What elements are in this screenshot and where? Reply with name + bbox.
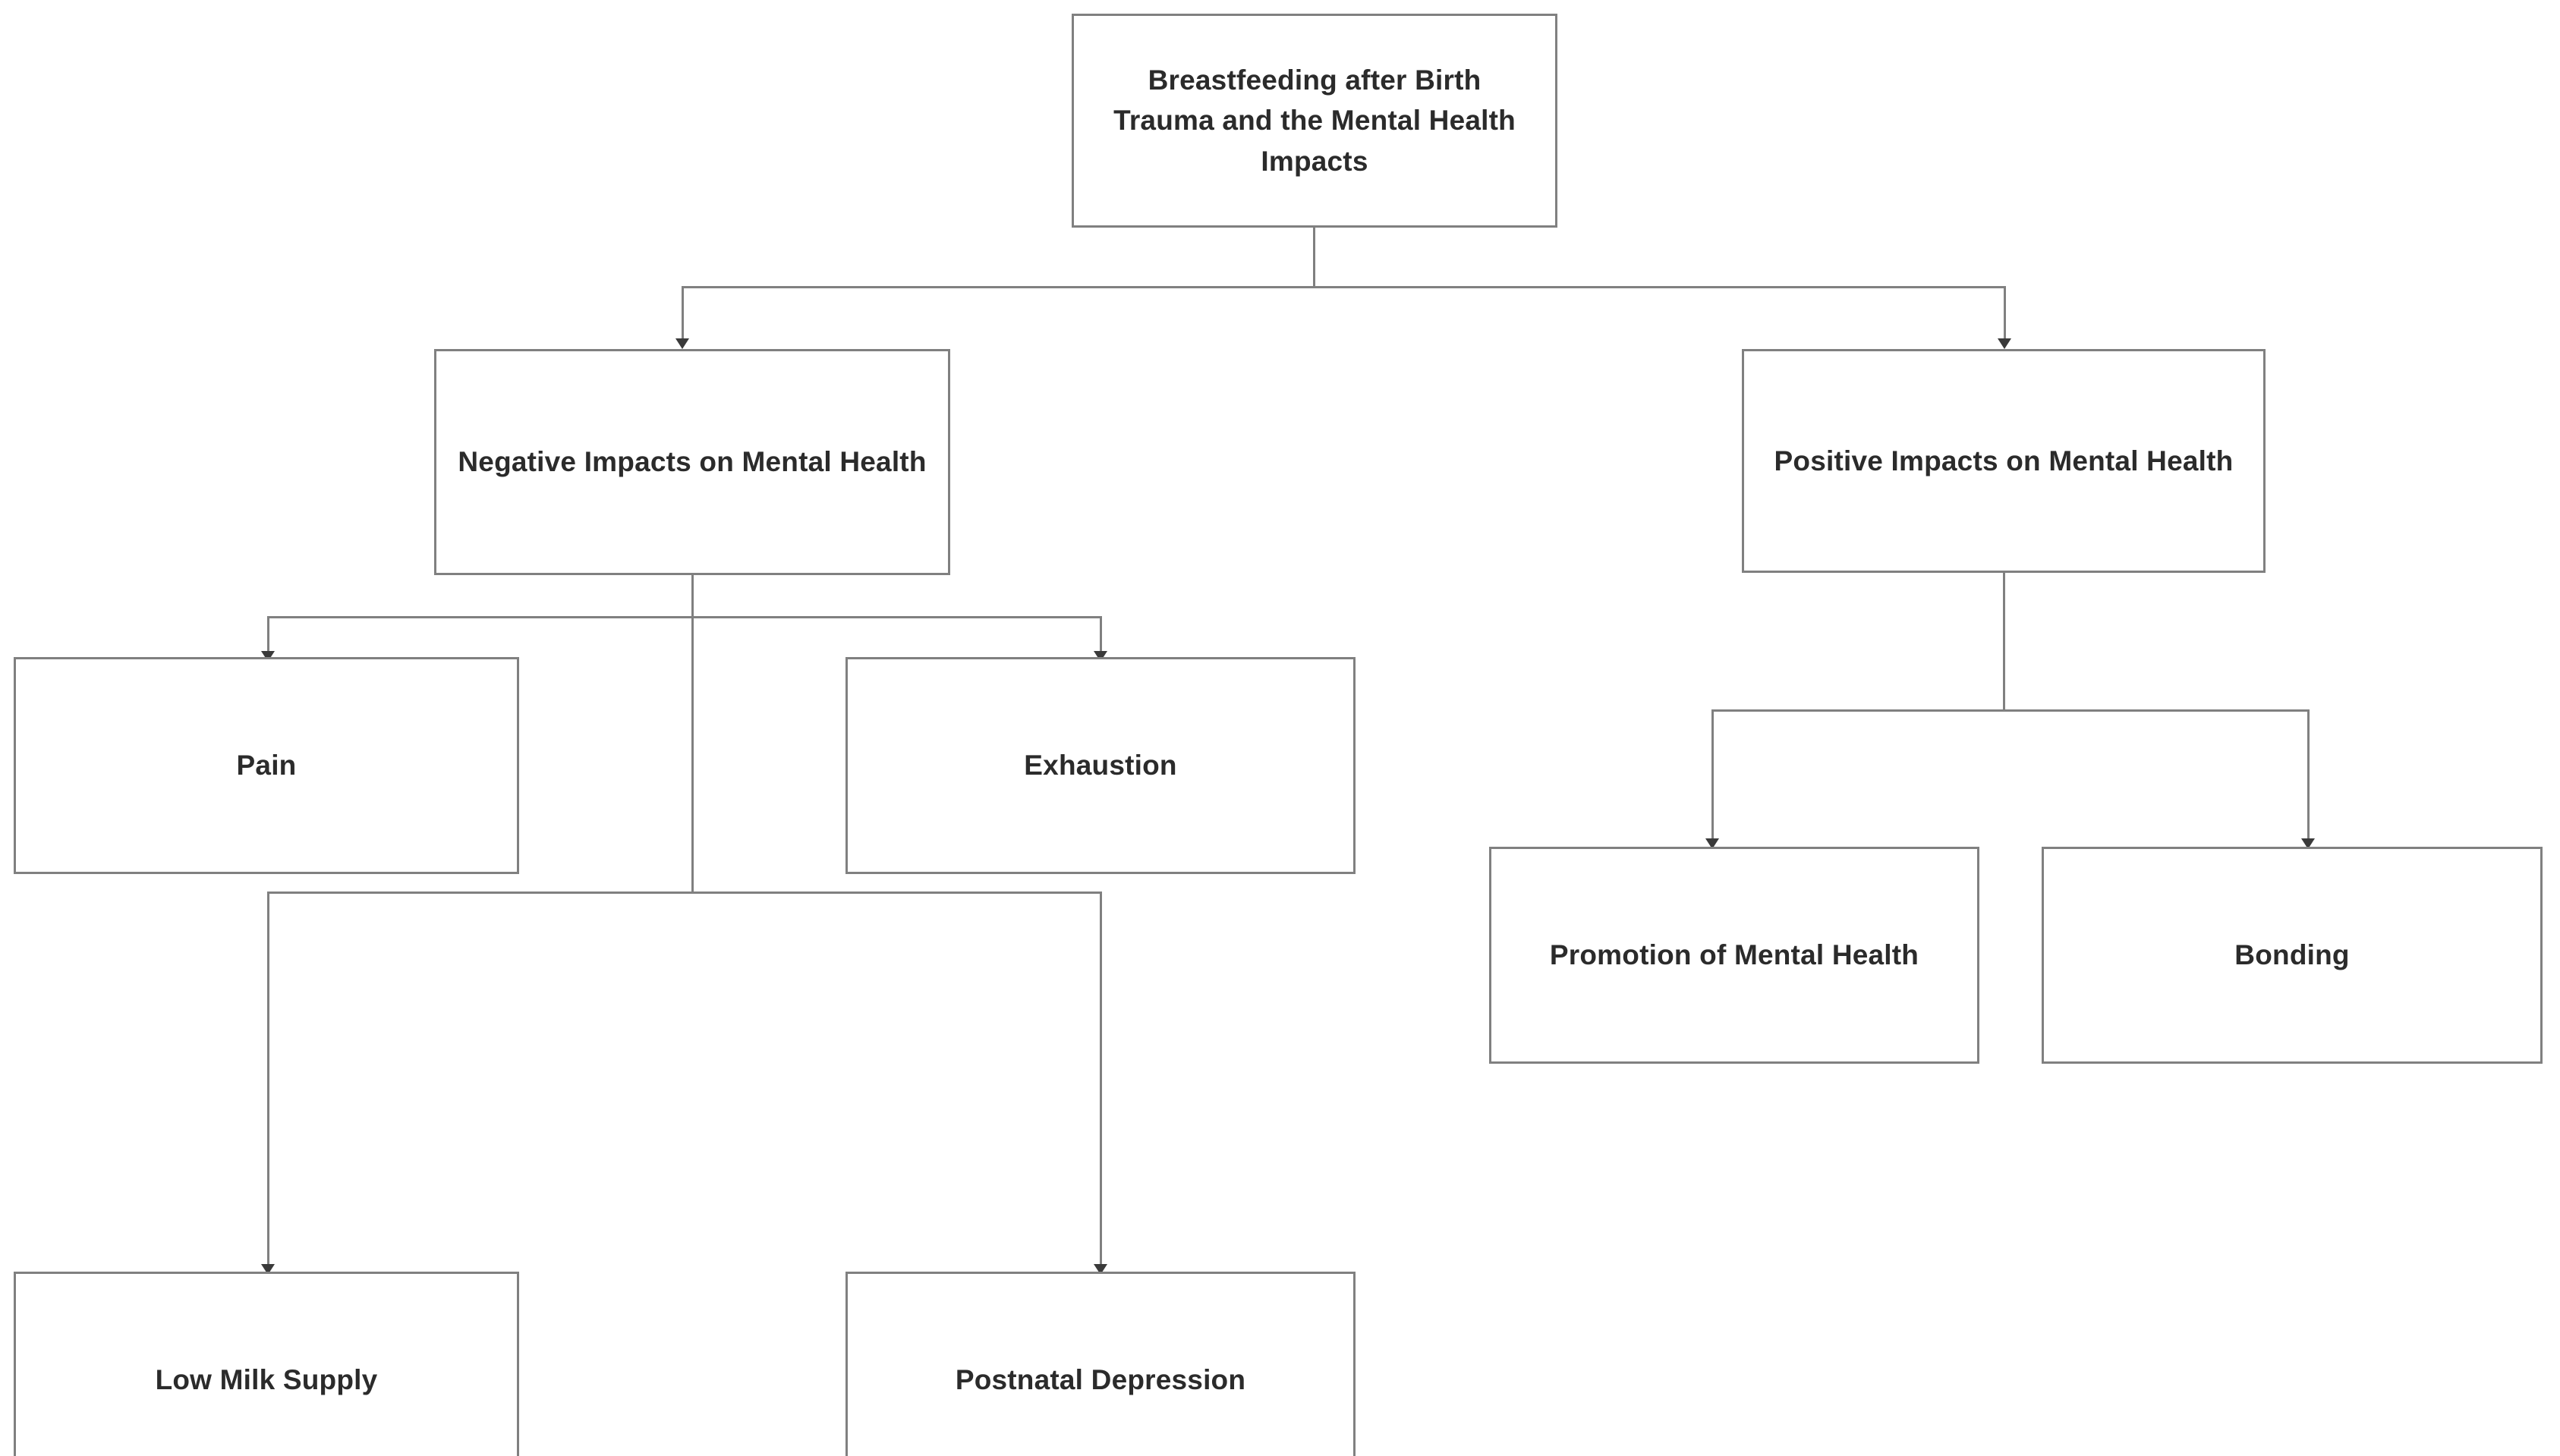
node-postnatal-depression-label: Postnatal Depression — [955, 1364, 1246, 1396]
node-negative-impacts[interactable]: Negative Impacts on Mental Health — [434, 349, 950, 575]
node-positive-impacts[interactable]: Positive Impacts on Mental Health — [1742, 349, 2266, 573]
connector-negative-row3-bus — [267, 892, 1102, 894]
node-low-milk-supply-label: Low Milk Supply — [155, 1364, 378, 1396]
node-exhaustion-label: Exhaustion — [1024, 750, 1177, 781]
arrowhead-to-positive — [1998, 338, 2011, 349]
connector-to-positive — [2004, 286, 2006, 344]
node-low-milk-supply[interactable]: Low Milk Supply — [14, 1272, 519, 1456]
node-bonding[interactable]: Bonding — [2042, 847, 2543, 1064]
node-promotion-of-mental-health-label: Promotion of Mental Health — [1549, 939, 1919, 971]
node-positive-impacts-label: Positive Impacts on Mental Health — [1774, 445, 2234, 476]
connector-negative-row2-bus — [267, 616, 1102, 618]
node-exhaustion[interactable]: Exhaustion — [845, 657, 1356, 874]
node-negative-impacts-label: Negative Impacts on Mental Health — [458, 446, 927, 478]
connector-negative-trunk — [691, 575, 694, 894]
arrowhead-to-bonding — [2301, 838, 2315, 849]
connector-root-stem — [1313, 228, 1315, 287]
node-postnatal-depression[interactable]: Postnatal Depression — [845, 1272, 1356, 1456]
connector-to-negative — [682, 286, 684, 344]
connector-to-low-milk-supply — [267, 892, 269, 1271]
arrowhead-to-promotion — [1705, 838, 1719, 849]
connector-to-bonding — [2307, 709, 2310, 844]
node-root[interactable]: Breastfeeding after Birth Trauma and the… — [1072, 14, 1557, 228]
connector-to-postnatal-depression — [1100, 892, 1102, 1271]
connector-to-promotion — [1711, 709, 1714, 844]
node-promotion-of-mental-health[interactable]: Promotion of Mental Health — [1489, 847, 1979, 1064]
connector-to-pain — [267, 616, 269, 657]
connector-level1-bus — [682, 286, 2006, 288]
node-root-label: Breastfeeding after Birth Trauma and the… — [1113, 64, 1516, 177]
connector-positive-row2-bus — [1711, 709, 2310, 712]
node-bonding-label: Bonding — [2234, 939, 2350, 971]
connector-positive-trunk — [2003, 573, 2005, 712]
connector-to-exhaustion — [1100, 616, 1102, 657]
node-pain-label: Pain — [236, 750, 297, 781]
node-pain[interactable]: Pain — [14, 657, 519, 874]
arrowhead-to-negative — [675, 338, 689, 349]
